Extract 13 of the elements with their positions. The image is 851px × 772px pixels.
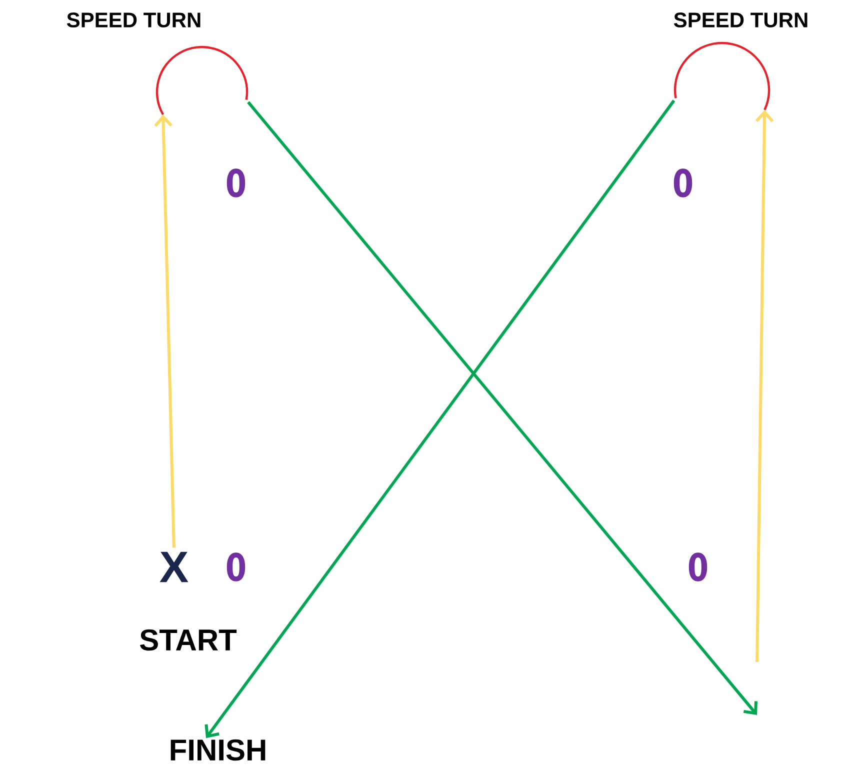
speed-turn-label: SPEED TURN — [66, 12, 200, 28]
speed-turn-label: SPEED TURN — [674, 12, 808, 28]
finish-label: FINISH — [170, 739, 266, 761]
arrow — [154, 114, 176, 548]
arrow — [755, 110, 774, 662]
arrow — [247, 101, 758, 715]
start-marker: X — [160, 552, 188, 582]
cone-number: 0 — [226, 168, 246, 198]
cone-number: 0 — [226, 552, 246, 582]
cone-number: 0 — [688, 552, 708, 582]
arrow — [204, 100, 676, 738]
start-label: START — [140, 629, 237, 651]
cone-number: 0 — [674, 168, 692, 198]
